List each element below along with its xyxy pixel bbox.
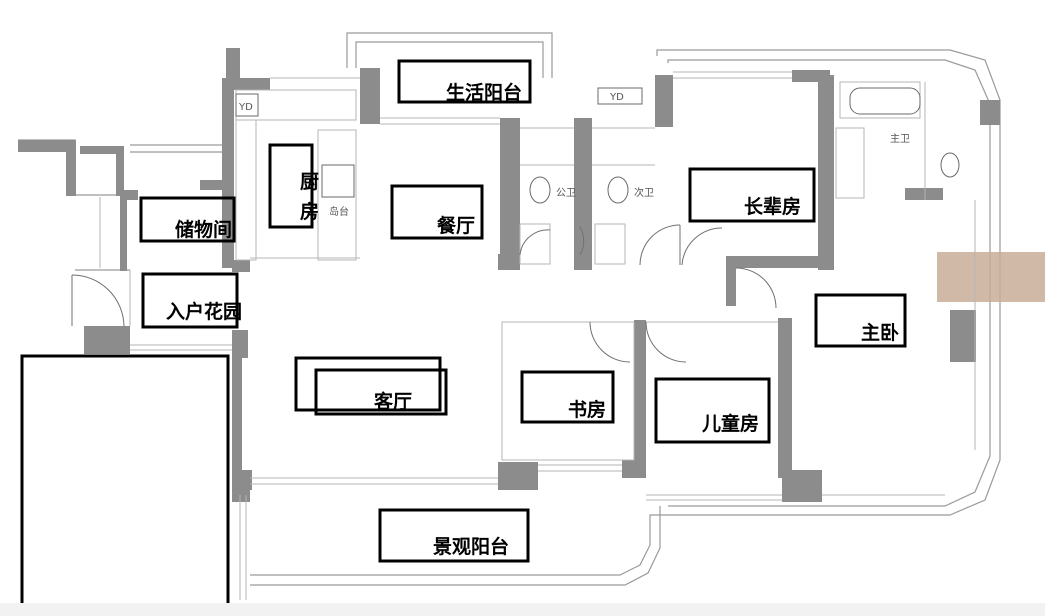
bottom-band: [0, 603, 1045, 616]
kids-box: [654, 377, 771, 444]
living-box-back: [294, 356, 442, 412]
kitchen-box: [268, 143, 314, 229]
accent-panel: [937, 252, 1045, 302]
living-balcony-label: 生活阳台: [446, 81, 522, 104]
public-bath-label: 公卫: [556, 188, 576, 199]
bathtub-icon: [849, 87, 921, 115]
kitchen-label-2: 房: [300, 200, 319, 223]
storage-label: 储物间: [175, 218, 232, 241]
fixtures: YD 岛台 公卫 次卫 YD 主卫: [235, 87, 960, 218]
second-bath-label: 次卫: [634, 186, 654, 199]
entry-garden-label: 入户花园: [166, 300, 242, 323]
study-label: 书房: [568, 398, 606, 421]
entry-garden-box: [141, 272, 239, 329]
walls: [18, 48, 1000, 502]
yd-label: YD: [238, 102, 253, 113]
kids-label: 儿童房: [701, 412, 759, 435]
washer-icon: [597, 87, 643, 105]
dining-label: 餐厅: [437, 214, 475, 237]
interior-lines: [129, 71, 976, 600]
toilet-icon: [607, 176, 629, 204]
master-box: [814, 293, 907, 348]
room-labels: 生活阳台 厨 房 餐厅 储物间 入户花园 客厅 书房 儿童房 长辈房 主卧 景观…: [139, 59, 907, 563]
study-box: [520, 370, 615, 424]
living-box: [314, 368, 448, 416]
living-label: 客厅: [374, 390, 412, 413]
master-label: 主卧: [861, 322, 899, 344]
elder-box: [688, 167, 816, 223]
view-balcony-box: [378, 508, 530, 563]
kitchen-label-1: 厨: [300, 171, 319, 193]
storage-box: [139, 196, 236, 243]
exterior-block: [20, 354, 230, 612]
washer-label: YD: [609, 92, 624, 103]
toilet-icon: [529, 176, 551, 204]
elder-label: 长辈房: [744, 195, 801, 218]
doors: [71, 224, 777, 363]
view-balcony-label: 景观阳台: [433, 535, 509, 558]
island-label: 岛台: [329, 205, 349, 218]
dining-box: [390, 184, 484, 240]
master-bath-label: 主卫: [890, 133, 910, 145]
toilet-icon: [940, 152, 960, 178]
living-balcony-box: [397, 59, 532, 104]
